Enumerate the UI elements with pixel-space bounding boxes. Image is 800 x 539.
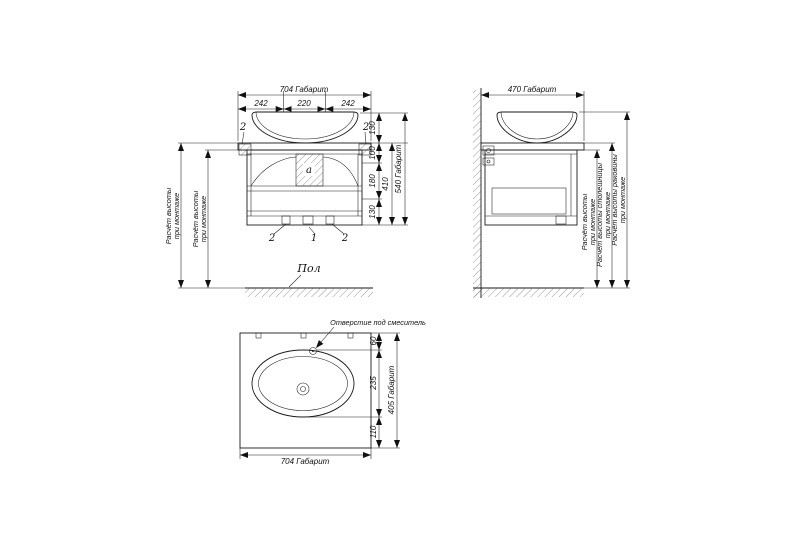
side-bracket-top — [482, 145, 495, 156]
dim-front-w2: 220 — [296, 99, 311, 108]
front-callout-top-left: 2 — [239, 122, 246, 133]
front-extension-lines — [178, 91, 408, 289]
side-mount-note-line1: Расчёт высоты — [580, 193, 589, 250]
side-counter-note-line1: Расчёт высоты столешницы — [595, 162, 604, 267]
side-sink-bowl-inner — [500, 111, 574, 140]
front-callout-bottom-left: 2 — [268, 233, 275, 244]
front-clip-right-hatch — [359, 144, 371, 155]
top-basin-inner — [258, 356, 348, 411]
front-sink-bowl — [251, 111, 359, 144]
front-sink-bowl-inner — [255, 111, 355, 140]
front-siphon — [302, 215, 314, 225]
dim-top-d2: 235 — [369, 376, 378, 391]
side-bracket-bottom-hole — [486, 159, 491, 164]
front-floor-label: Пол — [296, 262, 320, 275]
top-faucet-note: Отверстие под смеситель — [330, 318, 426, 327]
dim-front-top-height: 100 — [368, 146, 377, 160]
side-floor-hatch — [473, 288, 584, 297]
dim-side-total-depth: 470 Габарит — [508, 85, 557, 94]
top-view: Отверстие под смеситель 60 235 110 405 Г… — [239, 318, 426, 466]
side-wall-hatch — [473, 90, 481, 298]
front-callout-leaders — [241, 131, 367, 235]
side-bracket-bottom — [482, 157, 495, 166]
top-dimension-lines — [240, 333, 400, 458]
front-foot-right — [325, 215, 335, 225]
side-sink-bowl — [496, 111, 578, 144]
front-floor-hatch — [245, 288, 373, 297]
front-clip-left-hatch — [239, 144, 251, 155]
dim-front-sink-height: 130 — [368, 121, 377, 135]
dim-top-total-depth: 405 Габарит — [387, 365, 396, 414]
top-faucet-leader — [315, 326, 335, 349]
front-mount-note-inner-line1: Расчёт высоты — [191, 190, 200, 247]
dim-front-bottom-height: 130 — [368, 205, 377, 219]
front-callout-bottom-right: 2 — [341, 233, 348, 244]
front-cabinet-body — [246, 149, 363, 226]
side-dimension-lines — [481, 92, 630, 288]
side-cabinet-body — [484, 149, 578, 226]
front-countertop — [237, 142, 372, 151]
dim-front-mid-height: 180 — [368, 174, 377, 188]
side-countertop — [480, 142, 585, 151]
dim-front-w3: 242 — [340, 99, 355, 108]
top-notch-center — [300, 332, 307, 339]
dim-top-total-width: 704 Габарит — [281, 457, 330, 466]
top-notch-right — [347, 332, 354, 339]
side-drawer-box — [491, 187, 567, 215]
top-basin-outer — [251, 349, 355, 418]
dim-front-w1: 242 — [253, 99, 268, 108]
front-clip-right — [358, 143, 372, 156]
side-basin-note-line1: Расчёт высоты раковины — [610, 154, 619, 246]
dim-front-total-height: 540 Габарит — [394, 144, 403, 193]
front-callout-top-right: 2 — [362, 122, 369, 133]
dim-front-total-width: 704 Габарит — [280, 85, 329, 94]
front-dimension-lines — [178, 92, 408, 288]
dim-top-d3: 110 — [369, 425, 378, 438]
side-basin-note-line2: при монтаже — [618, 177, 627, 223]
top-drain-outer — [296, 382, 310, 396]
side-mount-note-line2: при монтаже — [588, 199, 597, 245]
top-notch-left — [255, 332, 262, 339]
front-callout-bottom-center: 1 — [311, 233, 317, 244]
front-clip-left — [238, 143, 252, 156]
side-view: 470 Габарит Расчёт высоты при монтаже Ра… — [473, 85, 630, 298]
front-foot-left — [281, 215, 291, 225]
side-counter-note-line2: при монтаже — [603, 192, 612, 238]
dim-top-d1: 60 — [369, 336, 378, 345]
side-foot — [555, 215, 567, 225]
top-extension-lines — [239, 332, 400, 459]
front-section-label-bg — [303, 163, 315, 176]
front-section-box — [295, 153, 324, 187]
side-bracket-top-hole — [486, 148, 491, 153]
side-extension-lines — [577, 91, 630, 289]
front-view: a Пол 2 2 2 1 2 — [164, 85, 408, 297]
front-section-label: a — [306, 165, 312, 176]
top-drain-inner — [300, 386, 306, 392]
front-mount-note-inner-line2: при монтаже — [199, 196, 208, 242]
front-mount-note-outer-line1: Расчёт высоты — [164, 187, 173, 244]
front-floor-leader — [288, 274, 302, 288]
front-mount-note-outer-line2: при монтаже — [172, 193, 181, 239]
dim-front-cabinet-height: 410 — [381, 177, 390, 191]
front-basin-recess — [250, 156, 359, 187]
side-cabinet-inner-lines — [485, 153, 577, 217]
